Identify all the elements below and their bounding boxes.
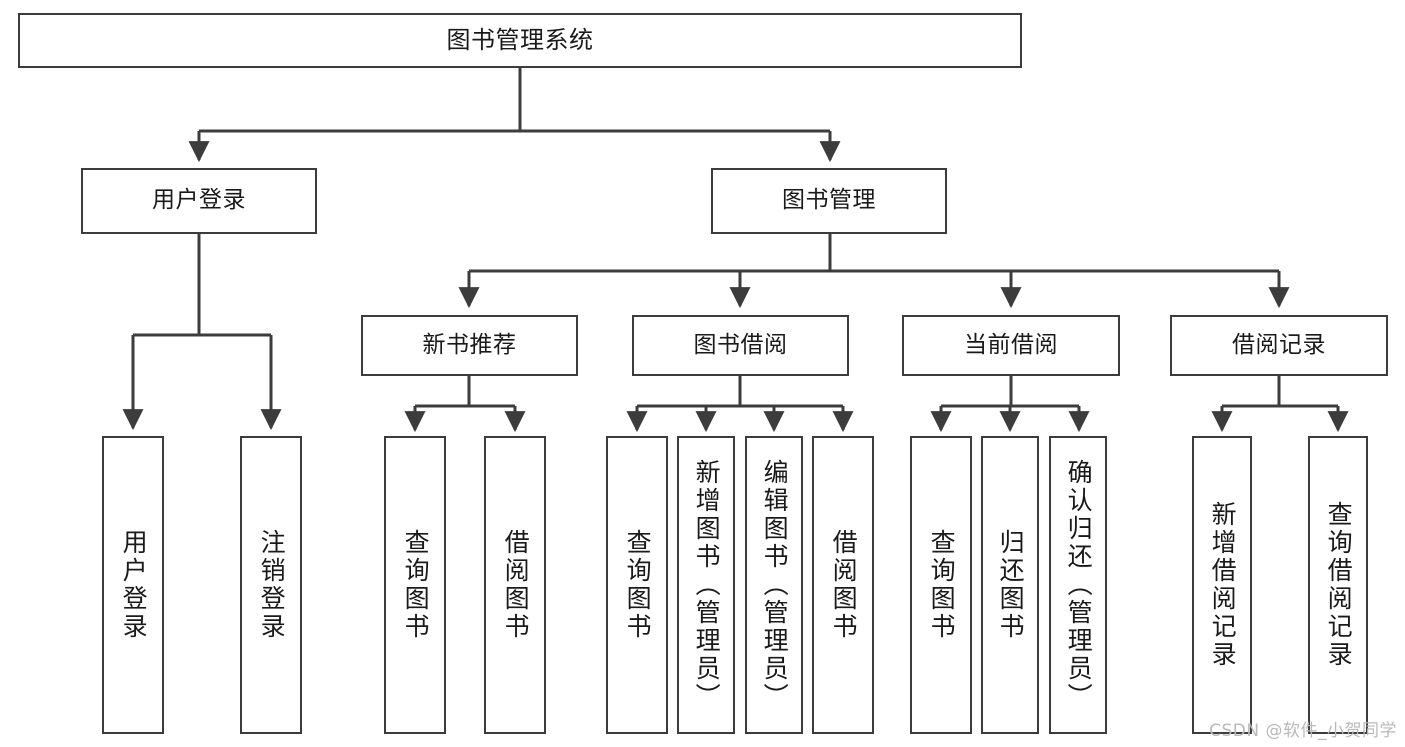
- node-leaf-query-record[interactable]: 查询借阅记录: [1308, 436, 1368, 734]
- node-leaf-query-book-2-label: 查询图书: [623, 529, 653, 641]
- node-borrow-record-label: 借阅记录: [1232, 331, 1326, 358]
- node-leaf-user-login[interactable]: 用户登录: [102, 436, 164, 734]
- node-current-borrow[interactable]: 当前借阅: [902, 315, 1120, 376]
- node-leaf-query-record-label: 查询借阅记录: [1324, 501, 1354, 669]
- node-new-book-recommend[interactable]: 新书推荐: [361, 315, 578, 376]
- node-leaf-add-record[interactable]: 新增借阅记录: [1192, 436, 1252, 734]
- node-leaf-confirm-return[interactable]: 确认归还（管理员）: [1049, 436, 1107, 734]
- node-leaf-borrow-book-1[interactable]: 借阅图书: [484, 436, 546, 734]
- node-current-borrow-label: 当前借阅: [964, 331, 1058, 358]
- node-leaf-logout-login[interactable]: 注销登录: [240, 436, 302, 734]
- node-root[interactable]: 图书管理系统: [18, 13, 1022, 68]
- node-leaf-return-book-label: 归还图书: [996, 529, 1026, 641]
- node-leaf-add-book[interactable]: 新增图书（管理员）: [677, 436, 735, 734]
- node-book-borrow-label: 图书借阅: [693, 331, 788, 358]
- node-leaf-query-book-1-label: 查询图书: [401, 529, 431, 641]
- node-new-book-recommend-label: 新书推荐: [422, 331, 517, 358]
- node-leaf-edit-book[interactable]: 编辑图书（管理员）: [745, 436, 803, 734]
- node-leaf-add-book-label: 新增图书（管理员）: [692, 459, 722, 711]
- node-leaf-query-book-3[interactable]: 查询图书: [910, 436, 972, 734]
- node-root-label: 图书管理系统: [446, 26, 594, 55]
- node-leaf-return-book[interactable]: 归还图书: [981, 436, 1039, 734]
- node-leaf-borrow-book-2-label: 借阅图书: [829, 529, 859, 641]
- node-book-manage[interactable]: 图书管理: [711, 168, 947, 234]
- node-leaf-borrow-book-2[interactable]: 借阅图书: [812, 436, 874, 734]
- node-leaf-query-book-2[interactable]: 查询图书: [606, 436, 668, 734]
- node-leaf-user-login-label: 用户登录: [119, 529, 149, 641]
- node-user-login[interactable]: 用户登录: [81, 168, 317, 234]
- node-leaf-query-book-1[interactable]: 查询图书: [384, 436, 446, 734]
- node-leaf-borrow-book-1-label: 借阅图书: [501, 529, 531, 641]
- node-leaf-logout-login-label: 注销登录: [257, 529, 287, 641]
- node-user-login-label: 用户登录: [152, 187, 246, 214]
- node-borrow-record[interactable]: 借阅记录: [1170, 315, 1388, 376]
- node-leaf-confirm-return-label: 确认归还（管理员）: [1064, 459, 1094, 711]
- node-book-borrow[interactable]: 图书借阅: [632, 315, 849, 376]
- node-leaf-query-book-3-label: 查询图书: [927, 529, 957, 641]
- node-leaf-add-record-label: 新增借阅记录: [1208, 501, 1238, 669]
- node-book-manage-label: 图书管理: [782, 187, 876, 214]
- node-leaf-edit-book-label: 编辑图书（管理员）: [760, 459, 790, 711]
